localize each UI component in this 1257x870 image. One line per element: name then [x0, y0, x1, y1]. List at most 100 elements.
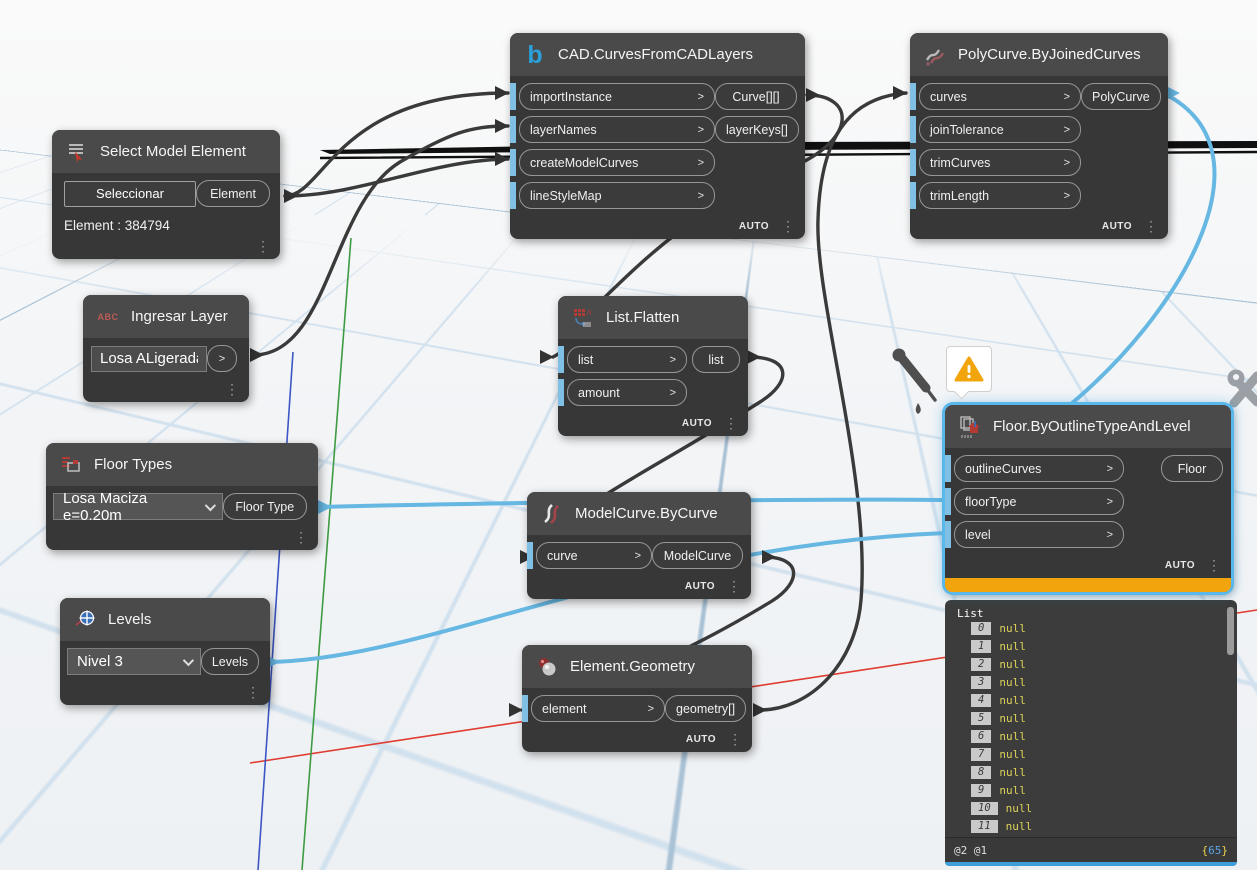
wire-select-to-createmodelcurves[interactable] — [283, 157, 510, 198]
output-port-polycurve[interactable]: PolyCurve — [1081, 83, 1161, 110]
port-accent — [558, 346, 564, 373]
output-port-floortype[interactable]: Floor Type — [222, 493, 307, 520]
node-menu-icon[interactable]: ⋮ — [781, 218, 795, 234]
warning-tooltip[interactable] — [946, 346, 992, 392]
lacing-label: AUTO — [685, 733, 716, 745]
port-accent — [910, 116, 916, 143]
node-floor-byoutlinetypeandlevel[interactable]: Floor.ByOutlineTypeAndLevel outlineCurve… — [945, 405, 1231, 592]
input-port-curves[interactable]: curves> — [910, 83, 1081, 110]
output-port-floor[interactable]: Floor — [1161, 455, 1223, 482]
output-port-modelcurve[interactable]: ModelCurve — [652, 542, 743, 569]
layer-name-input[interactable] — [91, 345, 207, 372]
preview-scrollbar[interactable] — [1227, 607, 1234, 655]
input-port-linestylemap[interactable]: lineStyleMap> — [510, 182, 715, 209]
input-port-list[interactable]: list> — [558, 346, 687, 373]
port-accent — [910, 149, 916, 176]
select-element-icon — [64, 139, 90, 165]
input-port-createmodelcurves[interactable]: createModelCurves> — [510, 149, 715, 176]
y-axis-green — [301, 237, 352, 870]
z-axis-blue — [257, 351, 294, 870]
output-port-element[interactable]: Element — [196, 180, 270, 207]
output-port-curve-array[interactable]: Curve[][] — [715, 83, 797, 110]
svg-text:n: n — [587, 308, 592, 317]
input-port-jointolerance[interactable]: joinTolerance> — [910, 116, 1081, 143]
list-count-badge: {65} — [1201, 843, 1229, 857]
output-port-list[interactable]: list — [692, 346, 740, 373]
node-levels[interactable]: Levels Nivel 3 Levels ⋮ — [60, 598, 270, 705]
input-port-amount[interactable]: amount> — [558, 379, 687, 406]
node-title: PolyCurve.ByJoinedCurves — [958, 46, 1141, 63]
node-cad-curvesfromcadlayers[interactable]: b CAD.CurvesFromCADLayers importInstance… — [510, 33, 805, 239]
port-accent — [945, 488, 951, 515]
floor-type-dropdown[interactable]: Losa Maciza e=0.20m — [53, 490, 223, 524]
node-menu-icon[interactable]: ⋮ — [1207, 557, 1221, 573]
wire-levels-to-level[interactable] — [267, 531, 947, 664]
node-select-model-element[interactable]: Select Model Element Seleccionar Element… — [52, 130, 280, 259]
input-port-trimlength[interactable]: trimLength> — [910, 182, 1081, 209]
input-port-trimcurves[interactable]: trimCurves> — [910, 149, 1081, 176]
floor-types-icon — [58, 452, 84, 478]
input-port-importinstance[interactable]: importInstance> — [510, 83, 715, 110]
levels-icon — [72, 607, 98, 633]
node-title: List.Flatten — [606, 309, 680, 326]
node-header: Floor.ByOutlineTypeAndLevel — [945, 405, 1231, 448]
output-stubs — [250, 88, 820, 717]
string-input-icon: ABC — [97, 311, 119, 322]
wire-select-to-importinstance[interactable] — [283, 91, 510, 198]
node-menu-icon[interactable]: ⋮ — [246, 684, 260, 700]
input-port-element[interactable]: element> — [522, 695, 665, 722]
node-menu-icon[interactable]: ⋮ — [225, 381, 239, 397]
seleccionar-button[interactable]: Seleccionar — [64, 180, 196, 207]
input-port-layernames[interactable]: layerNames> — [510, 116, 715, 143]
output-port-layerkeys[interactable]: layerKeys[] — [715, 116, 799, 143]
node-menu-icon[interactable]: ⋮ — [724, 415, 738, 431]
node-menu-icon[interactable]: ⋮ — [294, 529, 308, 545]
level-dropdown[interactable]: Nivel 3 — [67, 648, 201, 675]
selected-element-id: Element : 384794 — [64, 218, 170, 233]
lacing-label: AUTO — [738, 220, 769, 232]
node-element-geometry[interactable]: Element.Geometry element> geometry[] AUT… — [522, 645, 752, 752]
node-menu-icon[interactable]: ⋮ — [728, 731, 742, 747]
tools-icon[interactable] — [1227, 369, 1257, 408]
node-title: Levels — [108, 611, 152, 628]
input-port-outlinecurves[interactable]: outlineCurves> — [945, 455, 1124, 482]
lacing-label: AUTO — [1164, 559, 1195, 571]
output-port-geometry[interactable]: geometry[] — [665, 695, 747, 722]
node-menu-icon[interactable]: ⋮ — [256, 238, 270, 254]
wire-ingresar-to-layernames[interactable] — [251, 124, 510, 357]
port-accent — [510, 182, 516, 209]
output-port-levels[interactable]: Levels — [200, 648, 259, 675]
input-port-level[interactable]: level> — [945, 521, 1124, 548]
input-port-curve[interactable]: curve> — [527, 542, 652, 569]
port-accent — [527, 542, 533, 569]
wire-geometry-to-curves[interactable] — [757, 91, 908, 712]
lacing-label: AUTO — [681, 417, 712, 429]
node-polycurve-byjoinedcurves[interactable]: PolyCurve.ByJoinedCurves curves> PolyCur… — [910, 33, 1168, 239]
node-menu-icon[interactable]: ⋮ — [727, 578, 741, 594]
node-ingresar-layer[interactable]: ABC Ingresar Layer > ⋮ — [83, 295, 249, 402]
node-list-flatten[interactable]: n List.Flatten list> list amount> AUTO ⋮ — [558, 296, 748, 436]
port-accent — [945, 521, 951, 548]
port-accent — [522, 695, 528, 722]
output-port-string[interactable]: > — [207, 345, 237, 372]
node-title: Select Model Element — [100, 143, 246, 160]
node-title: Ingresar Layer — [131, 308, 228, 325]
node-title: CAD.CurvesFromCADLayers — [558, 46, 754, 63]
node-menu-icon[interactable]: ⋮ — [1144, 218, 1158, 234]
node-floor-types[interactable]: Floor Types Losa Maciza e=0.20m Floor Ty… — [46, 443, 318, 550]
input-port-floortype[interactable]: floorType> — [945, 488, 1124, 515]
preview-footer: @2 @1 {65} — [945, 837, 1237, 862]
warning-state-bar — [945, 578, 1231, 592]
node-title: Element.Geometry — [570, 658, 696, 675]
node-header: Floor Types — [46, 443, 318, 486]
node-modelcurve-bycurve[interactable]: ModelCurve.ByCurve curve> ModelCurve AUT… — [527, 492, 751, 599]
